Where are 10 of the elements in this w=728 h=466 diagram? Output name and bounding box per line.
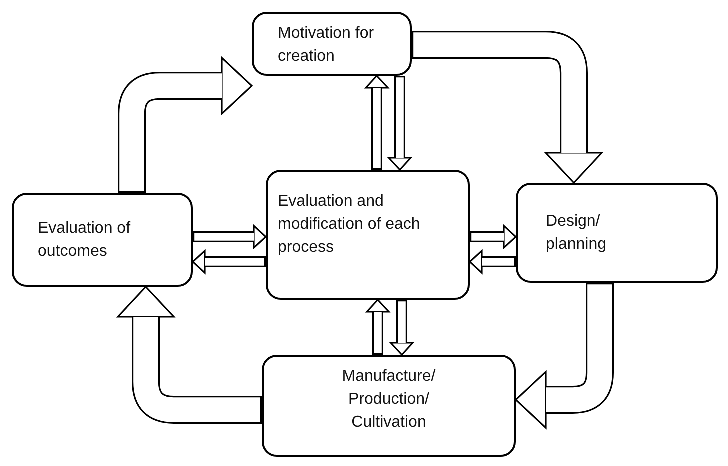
box-label: Design/ planning — [546, 212, 608, 255]
box-label: Evaluation and modification of each process — [278, 192, 422, 258]
process-box — [266, 170, 470, 300]
process-box — [262, 355, 516, 457]
process-box — [12, 193, 193, 287]
box-label: Motivation for creation — [278, 24, 376, 68]
process-box — [252, 12, 412, 76]
process-box — [516, 183, 718, 283]
box-label: Manufacture/ Production/ Cultivation — [341, 367, 437, 434]
box-label: Evaluation of outcomes — [38, 218, 132, 262]
